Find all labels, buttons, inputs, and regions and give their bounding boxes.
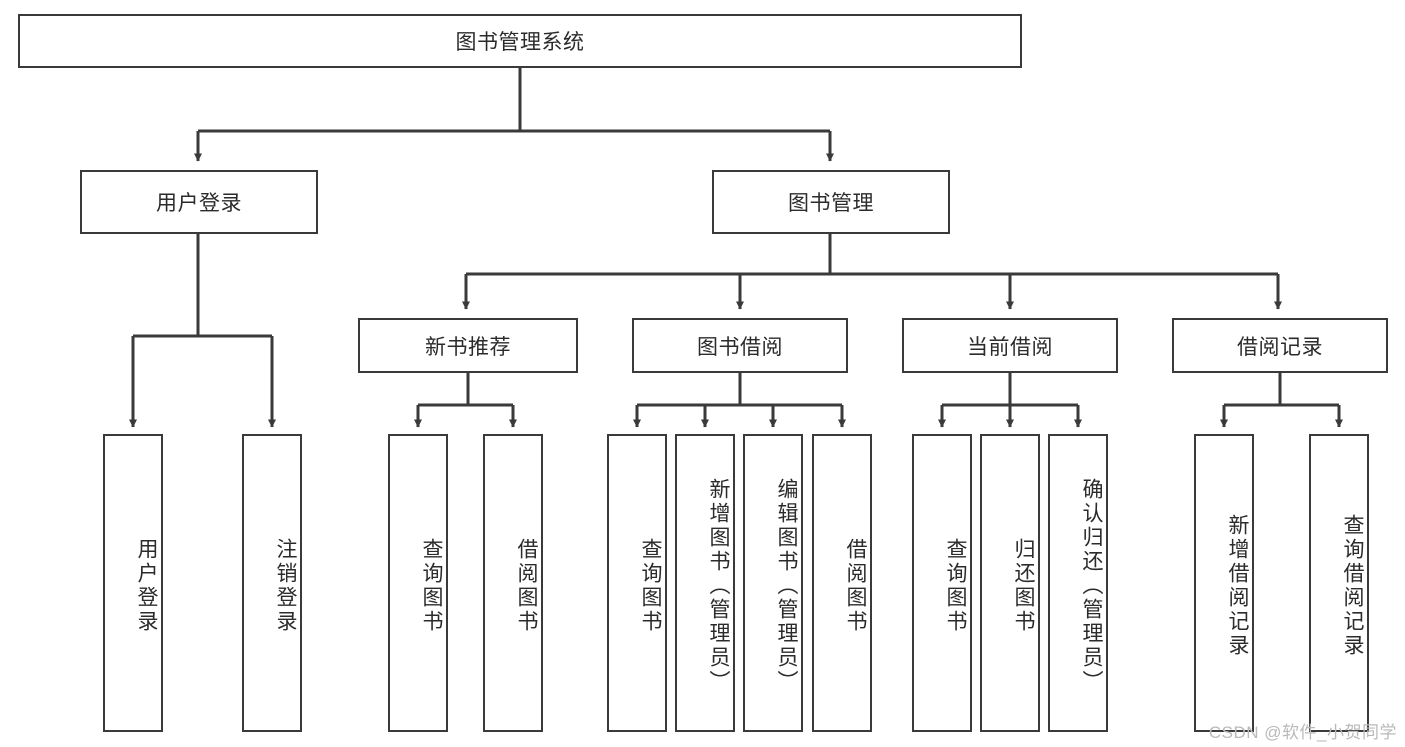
node-current-borrow-label: 当前借阅 [967, 335, 1053, 359]
node-leaf-confirm-return-label: 确认归还（管理员） [1080, 478, 1103, 694]
node-leaf-query-book-3[interactable]: 查询图书 [912, 434, 972, 732]
node-leaf-query-book-2[interactable]: 查询图书 [607, 434, 667, 732]
node-book-borrow[interactable]: 图书借阅 [632, 318, 848, 373]
node-leaf-borrow-book-1[interactable]: 借阅图书 [483, 434, 543, 732]
node-leaf-user-login-label: 用户登录 [135, 538, 158, 634]
node-leaf-user-login[interactable]: 用户登录 [103, 434, 163, 732]
node-user-login-label: 用户登录 [156, 192, 242, 215]
node-leaf-confirm-return[interactable]: 确认归还（管理员） [1048, 434, 1108, 732]
node-book-manage[interactable]: 图书管理 [712, 170, 950, 234]
node-new-book-rec[interactable]: 新书推荐 [358, 318, 578, 373]
node-book-manage-label: 图书管理 [788, 192, 874, 215]
node-leaf-add-book[interactable]: 新增图书（管理员） [675, 434, 735, 732]
watermark-text: CSDN @软件_小贺同学 [1208, 723, 1397, 742]
node-borrow-record[interactable]: 借阅记录 [1172, 318, 1388, 373]
node-leaf-add-record[interactable]: 新增借阅记录 [1194, 434, 1254, 732]
node-root[interactable]: 图书管理系统 [18, 14, 1022, 68]
node-leaf-logout-login[interactable]: 注销登录 [242, 434, 302, 732]
node-leaf-query-record-label: 查询借阅记录 [1341, 514, 1364, 658]
node-leaf-query-book-1[interactable]: 查询图书 [388, 434, 448, 732]
node-leaf-edit-book[interactable]: 编辑图书（管理员） [743, 434, 803, 732]
node-root-label: 图书管理系统 [455, 31, 585, 54]
node-leaf-borrow-book-2[interactable]: 借阅图书 [812, 434, 872, 732]
node-borrow-record-label: 借阅记录 [1237, 335, 1323, 359]
node-leaf-add-book-label: 新增图书（管理员） [707, 478, 730, 694]
node-leaf-edit-book-label: 编辑图书（管理员） [775, 478, 798, 694]
node-leaf-add-record-label: 新增借阅记录 [1226, 514, 1249, 658]
node-leaf-logout-login-label: 注销登录 [274, 538, 297, 634]
node-leaf-return-book-label: 归还图书 [1012, 538, 1035, 634]
node-user-login[interactable]: 用户登录 [80, 170, 318, 234]
node-current-borrow[interactable]: 当前借阅 [902, 318, 1118, 373]
node-book-borrow-label: 图书借阅 [697, 335, 783, 359]
node-leaf-borrow-book-2-label: 借阅图书 [844, 538, 867, 634]
node-leaf-borrow-book-1-label: 借阅图书 [515, 538, 538, 634]
node-leaf-query-book-1-label: 查询图书 [420, 538, 443, 634]
node-leaf-query-record[interactable]: 查询借阅记录 [1309, 434, 1369, 732]
node-leaf-return-book[interactable]: 归还图书 [980, 434, 1040, 732]
node-leaf-query-book-3-label: 查询图书 [944, 538, 967, 634]
node-new-book-rec-label: 新书推荐 [425, 335, 511, 359]
node-leaf-query-book-2-label: 查询图书 [639, 538, 662, 634]
